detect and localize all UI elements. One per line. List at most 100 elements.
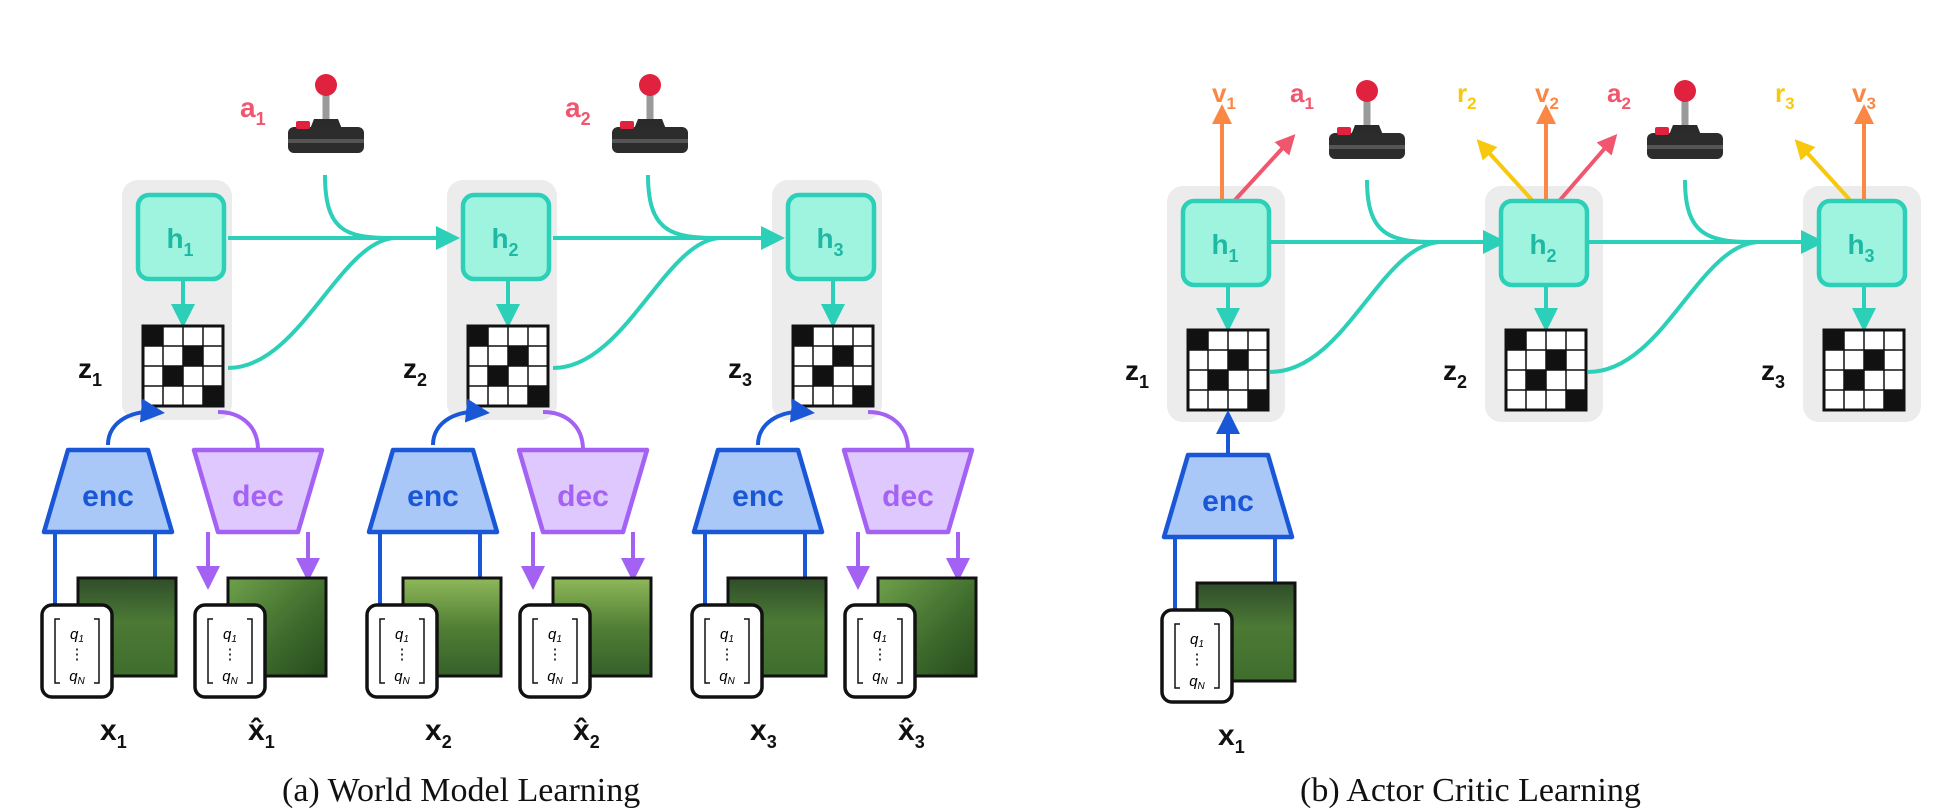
h-box [785,192,877,282]
svg-text:qN: qN [547,668,563,687]
panel-actor-critic: h1 h2 h3 z1 z2 z3 v1 a1 r2 v2 a2 r3 v3 e… [1125,78,1921,757]
h-box [1180,198,1272,288]
action-label: a1 [1290,78,1314,113]
action-arrow [1233,134,1296,202]
caption-actor-critic: (b) Actor Critic Learning [1300,772,1641,809]
latent-input-curve [227,236,396,370]
grid-icon [1822,328,1906,412]
svg-text:q1: q1 [720,626,734,645]
value-label: v3 [1852,78,1876,113]
action-input-curve [1365,179,1436,244]
h-label: h1 [166,223,193,260]
grid-icon [1186,328,1270,412]
x-label: x1 [100,714,127,752]
reward-label: r3 [1775,78,1795,113]
encoder-block [691,447,825,535]
encoder-arrow [106,398,165,446]
vector-icon: q1 ⋮ qN [1160,608,1234,704]
h-label: h3 [1847,229,1874,266]
z-label: z3 [728,353,752,390]
svg-text:q1: q1 [1190,631,1204,650]
encoder-label: enc [732,480,784,513]
encoder-label: enc [407,480,459,513]
action-arrow [1558,133,1618,202]
h-label: h1 [1211,229,1238,266]
encoder-label: enc [1202,485,1254,518]
decoder-label: dec [232,480,284,513]
x-label: x1 [1218,719,1245,757]
xhat-label: x̂2 [573,714,600,752]
action-input-curve [646,174,716,240]
svg-text:q1: q1 [70,626,84,645]
encoder-label: enc [82,480,134,513]
encoder-block [41,447,175,535]
decoder-block [191,447,325,535]
decoder-label: dec [882,480,934,513]
action-input-curve [1683,179,1754,244]
vector-icon: q1 ⋮ qN [193,603,267,699]
value-label: v1 [1212,78,1236,113]
h-box [135,192,227,282]
joystick-icon [1329,80,1405,159]
svg-text:⋮: ⋮ [720,646,735,663]
svg-text:⋮: ⋮ [70,646,85,663]
reward-label: r2 [1457,78,1477,113]
panel-world-model: h1 h2 h3 z1 z2 z3 a1 a2 enc enc enc [40,74,978,752]
encoder-block [1161,452,1295,540]
svg-text:⋮: ⋮ [223,646,238,663]
xhat-label: x̂1 [248,714,275,752]
input-line [1173,537,1277,615]
svg-text:q1: q1 [873,626,887,645]
h-box [1498,198,1590,288]
svg-text:q1: q1 [395,626,409,645]
vector-icon: q1 ⋮ qN [518,603,592,699]
z-label: z1 [78,353,102,390]
latent-input-curve [1587,240,1759,374]
encoder-block [366,447,500,535]
decoder-arrow [867,410,910,451]
input-line [53,532,157,610]
svg-text:⋮: ⋮ [548,646,563,663]
svg-text:qN: qN [69,668,85,687]
encoder-arrow [431,398,490,446]
decoder-arrow [217,410,260,451]
svg-text:q1: q1 [548,626,562,645]
vector-icon: q1 ⋮ qN [40,603,114,699]
h-box [460,192,552,282]
svg-text:⋮: ⋮ [395,646,410,663]
h-label: h3 [816,223,843,260]
svg-text:⋮: ⋮ [1190,651,1205,668]
z-label: z2 [1443,355,1467,392]
latent-input-curve [552,236,721,370]
decoder-block [516,447,650,535]
svg-text:qN: qN [872,668,888,687]
value-label: v2 [1535,78,1559,113]
vector-icon: q1 ⋮ qN [365,603,439,699]
svg-text:qN: qN [719,668,735,687]
joystick-icon [288,74,364,153]
h-label: h2 [1529,229,1556,266]
svg-text:qN: qN [222,668,238,687]
grid-icon [141,324,225,408]
encoder-arrow [756,398,815,446]
grid-icon [466,324,550,408]
svg-text:q1: q1 [223,626,237,645]
grid-icon [1504,328,1588,412]
x-label: x3 [750,714,777,752]
action-input-curve [323,174,391,240]
joystick-icon [612,74,688,153]
reward-arrow [1794,139,1852,202]
z-label: z2 [403,353,427,390]
decoder-label: dec [557,480,609,513]
z-label: z3 [1761,355,1785,392]
action-label: a1 [240,92,266,129]
vector-icon: q1 ⋮ qN [690,603,764,699]
h-box [1816,198,1908,288]
vector-icon: q1 ⋮ qN [843,603,917,699]
grid-icon [791,324,875,408]
svg-text:qN: qN [1189,673,1205,692]
latent-input-curve [1269,240,1441,374]
svg-text:⋮: ⋮ [873,646,888,663]
svg-text:qN: qN [394,668,410,687]
joystick-icon [1647,80,1723,159]
